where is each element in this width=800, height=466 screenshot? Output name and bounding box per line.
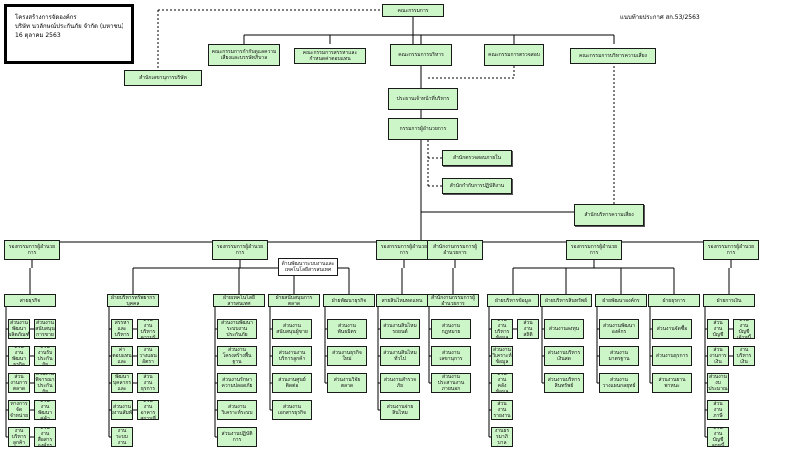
unit-2-1-8: ส่วนงานธุรการ bbox=[137, 373, 159, 393]
unit-5-2-3: ส่วนงานบริหารสินทรัพย์ bbox=[544, 373, 584, 393]
group-5-4: ฝ่ายธุรการ bbox=[648, 294, 700, 307]
executive-committee-box: คณะกรรมการบริหาร bbox=[390, 44, 452, 66]
audit-committee-box: คณะกรรมการตรวจสอบ bbox=[484, 44, 544, 66]
chairman-exec-box: ประธานเจ้าหน้าที่บริหาร bbox=[388, 88, 458, 110]
unit-2-2-3: ส่วนงานรักษาความปลอดภัย bbox=[217, 373, 257, 393]
unit-6-1-7: ส่วนงานบริหารเงินลงทุน bbox=[733, 346, 755, 366]
unit-2-1-7: ส่วนงานวางแผนอัตรากำลัง bbox=[137, 346, 159, 366]
unit-1-1-7: ส่วนงานรับประกันภัย bbox=[34, 346, 56, 366]
unit-2-4-2: ส่วนงานธุรกิจใหม่ bbox=[327, 346, 367, 366]
group-5-1: ฝ่ายบริหารข้อมูล bbox=[487, 294, 539, 307]
unit-4-1-3: ส่วนงานประสานงานภายนอก bbox=[431, 373, 471, 393]
unit-1-1-4: ส่วนงานช่องทางการจัดจำหน่ายและพันธมิตร bbox=[8, 400, 30, 420]
unit-1-1-9: ส่วนงานพัฒนาคู่ค้า bbox=[34, 400, 56, 420]
division-head-6: รองกรรมการผู้อำนวยการ bbox=[703, 240, 759, 260]
unit-2-3-2: ส่วนงานงานบริการลูกค้า bbox=[272, 346, 312, 366]
unit-1-1-1: ส่วนงานพัฒนาผลิตภัณฑ์ bbox=[8, 319, 30, 339]
compliance-office-box: สำนักกำกับการปฏิบัติงาน bbox=[442, 178, 512, 194]
unit-1-1-8: ส่วนงานพิจารณาประกันภัย bbox=[34, 373, 56, 393]
unit-1-1-2: ส่วนงานพัฒนาธุรกิจ bbox=[8, 346, 30, 366]
ceo-box: กรรมการผู้อำนวยการ bbox=[388, 118, 458, 140]
title-line-1: โครงสร้างการจัดองค์กร bbox=[15, 14, 77, 21]
unit-3-1-4: ส่วนงานจ่ายสินไหม bbox=[380, 400, 420, 420]
unit-6-1-3: ส่วนงานงบประมาณ bbox=[707, 373, 729, 393]
unit-1-1-6: ส่วนงานสนับสนุนการขาย bbox=[34, 319, 56, 339]
group-6-1: ฝ่ายการเงิน bbox=[703, 294, 755, 307]
unit-2-1-2: ส่วนงานค่าตอบแทนและสวัสดิการ bbox=[111, 346, 133, 366]
division-head-1: รองกรรมการผู้อำนวยการ bbox=[4, 240, 60, 260]
unit-2-2-1: ส่วนงานพัฒนาระบบงานประกันภัย bbox=[217, 319, 257, 339]
unit-5-1-3: ส่วนงานคลังข้อมูล bbox=[491, 373, 513, 393]
division-head-4: สำนักงานกรรมการผู้อำนวยการ bbox=[427, 240, 483, 260]
division-head-2: รองกรรมการผู้อำนวยการ bbox=[212, 240, 268, 260]
unit-2-1-4: ส่วนงานแรงงานสัมพันธ์ bbox=[111, 400, 133, 420]
unit-2-3-1: ส่วนงานสนับสนุนผู้ขาย bbox=[272, 319, 312, 339]
unit-2-1-5: ส่วนงานระบบงานบุคคล bbox=[111, 427, 133, 447]
unit-2-1-1: ส่วนงานสรรหาและบริหารบุคลากร bbox=[111, 319, 133, 339]
unit-5-2-1: ส่วนงานลงทุน bbox=[544, 319, 584, 339]
unit-4-1-2: ส่วนงานเลขานุการ bbox=[431, 346, 471, 366]
group-4-1: สำนักงานกรรมการผู้อำนวยการ bbox=[427, 294, 479, 307]
unit-4-1-1: ส่วนงานกฎหมาย bbox=[431, 319, 471, 339]
group-2-1: ฝ่ายบริหารทรัพยากรบุคคล bbox=[107, 294, 159, 307]
unit-1-1-5: ส่วนงานบริหารลูกค้าสัมพันธ์ bbox=[8, 427, 30, 447]
unit-6-1-6: ส่วนงานบัญชีเจ้าหนี้ bbox=[733, 319, 755, 339]
division-head-3: รองกรรมการผู้อำนวยการ bbox=[376, 240, 432, 260]
unit-5-1-1: ส่วนงานบริหารข้อมูล bbox=[491, 319, 513, 339]
group-5-2: ฝ่ายบริหารสินทรัพย์ bbox=[540, 294, 592, 307]
unit-2-4-1: ส่วนงานพันธมิตร bbox=[327, 319, 367, 339]
unit-5-1-6: ส่วนงานสถิติ bbox=[517, 319, 539, 339]
unit-5-2-2: ส่วนงานบริหารเงินสด bbox=[544, 346, 584, 366]
group-1-1: สายธุรกิจ bbox=[4, 294, 56, 307]
unit-6-1-2: ส่วนงานการเงิน bbox=[707, 346, 729, 366]
risk-office-box: สำนักบริหารความเสี่ยง bbox=[574, 204, 644, 226]
group-2-3: ฝ่ายสนับสนุนการตลาด bbox=[268, 294, 320, 307]
chart-title-box: โครงสร้างการจัดองค์กร บริษัท นวลักษณ์ประ… bbox=[4, 4, 134, 64]
unit-2-3-3: ส่วนงานศูนย์ติดต่อ bbox=[272, 373, 312, 393]
group-2-2: ฝ่ายเทคโนโลยีสารสนเทศ bbox=[213, 294, 265, 307]
unit-3-1-2: ส่วนงานสินไหมทั่วไป bbox=[380, 346, 420, 366]
unit-1-1-10: ส่วนงานสื่อสารองค์กร bbox=[34, 427, 56, 447]
unit-5-4-2: ส่วนงานธุรการ bbox=[652, 346, 692, 366]
unit-6-1-5: ส่วนงานบัญชีลูกหนี้ bbox=[707, 427, 729, 447]
unit-6-1-4: ส่วนงานภาษี bbox=[707, 400, 729, 420]
unit-2-2-4: ส่วนงานวิเคราะห์ระบบ bbox=[217, 400, 257, 420]
unit-2-1-3: ส่วนงานพัฒนาบุคลากรและองค์กร bbox=[111, 373, 133, 393]
unit-6-1-1: ส่วนงานบัญชี bbox=[707, 319, 729, 339]
unit-2-3-4: ส่วนงานเอกสารธุรกิจ bbox=[272, 400, 312, 420]
unit-2-2-2: ส่วนงานโครงสร้างพื้นฐาน bbox=[217, 346, 257, 366]
unit-5-3-1: ส่วนงานพัฒนาองค์กร bbox=[599, 319, 639, 339]
audit-office-box: สำนักตรวจสอบภายใน bbox=[442, 150, 512, 166]
unit-5-1-2: ส่วนงานวิเคราะห์ข้อมูล bbox=[491, 346, 513, 366]
group-5-3: ฝ่ายพัฒนาองค์กร bbox=[595, 294, 647, 307]
unit-3-1-3: ส่วนงานสำรวจภัย bbox=[380, 373, 420, 393]
unit-5-4-3: ส่วนงานยานพาหนะ bbox=[652, 373, 692, 393]
unit-2-1-9: ส่วนงานอาคารสถานที่ bbox=[137, 400, 159, 420]
remuneration-committee-box: คณะกรรมการสรรหาและกำหนดค่าตอบแทน bbox=[294, 48, 366, 64]
unit-5-4-1: ส่วนงานจัดซื้อ bbox=[652, 319, 692, 339]
unit-2-2-5: ส่วนงานปฏิบัติการ bbox=[217, 427, 257, 447]
division-head-5: รองกรรมการผู้อำนวยการ bbox=[566, 240, 622, 260]
unit-5-3-3: ส่วนงานวางแผนกลยุทธ์ bbox=[599, 373, 639, 393]
company-secretary-box: สำนักเลขานุการบริษัท bbox=[124, 70, 202, 86]
risk-committee-box: คณะกรรมการกำกับดูแลความเสี่ยงและบรรษัทภิ… bbox=[208, 44, 280, 66]
risk-management-committee-box: คณะกรรมการบริหารความเสี่ยง bbox=[570, 48, 656, 64]
group-2-4: ฝ่ายพัฒนาธุรกิจ bbox=[323, 294, 375, 307]
unit-3-1-1: ส่วนงานสินไหมรถยนต์ bbox=[380, 319, 420, 339]
unit-5-1-4: ส่วนงานรายงาน bbox=[491, 400, 513, 420]
group-3-1: สายสินไหมทดแทน bbox=[376, 294, 428, 307]
sub-note-box: ด้านพัฒนาระบบงานและเทคโนโลยีสารสนเทศ bbox=[278, 258, 338, 276]
unit-2-1-6: ส่วนงานบริหารความรู้ bbox=[137, 319, 159, 339]
document-reference: แนบท้ายประกาศ สก.53/2563 bbox=[620, 14, 700, 21]
unit-5-1-5: ส่วนงานธรรมาภิบาลข้อมูล bbox=[491, 427, 513, 447]
unit-5-3-2: ส่วนงานมาตรฐาน bbox=[599, 346, 639, 366]
board-box: คณะกรรมการ bbox=[382, 4, 444, 17]
unit-2-4-3: ส่วนงานวิจัยตลาด bbox=[327, 373, 367, 393]
title-line-3: 16 ตุลาคม 2563 bbox=[15, 32, 61, 39]
unit-1-1-3: ส่วนงานการตลาด bbox=[8, 373, 30, 393]
title-line-2: บริษัท นวลักษณ์ประกันภัย จำกัด (มหาชน) bbox=[15, 23, 123, 30]
